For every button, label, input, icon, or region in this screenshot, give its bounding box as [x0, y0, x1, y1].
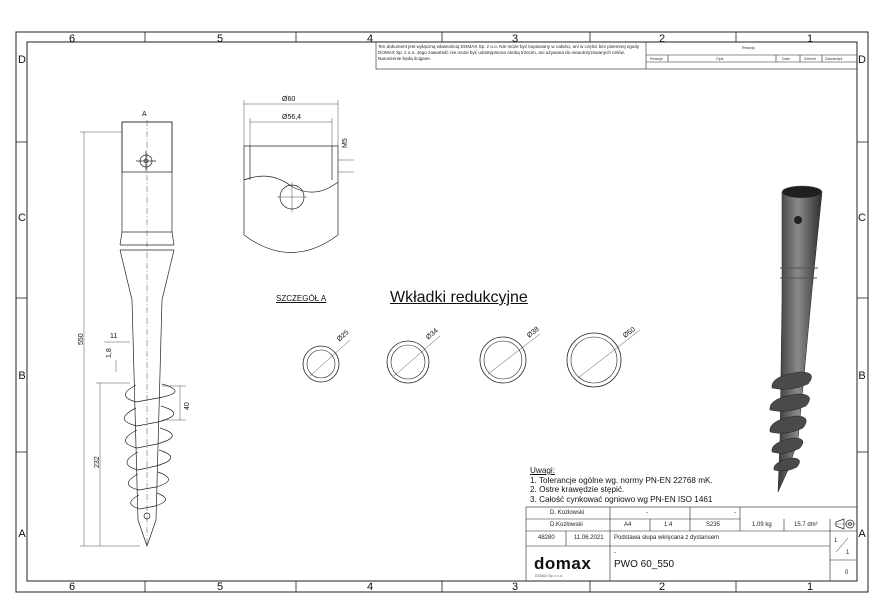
- zone-row-d-left: D: [18, 54, 26, 66]
- sheet-number: 1: [834, 538, 838, 544]
- ownership-notice: Ten dokument jest wyłączną własnością DO…: [378, 44, 640, 62]
- section-label: A: [142, 111, 147, 118]
- zone-col-1-bottom: 1: [806, 581, 814, 593]
- dim-inner-diameter: Ø56,4: [282, 114, 302, 121]
- detail-label: SZCZEGÓŁ A: [276, 294, 327, 303]
- drawn-by: D.Kozłowski: [550, 522, 583, 528]
- zone-col-3-top: 3: [511, 33, 519, 45]
- mass: 1.09 kg: [752, 522, 772, 528]
- zone-col-6-top: 6: [68, 33, 76, 45]
- dim-thread: M5: [342, 138, 349, 148]
- zone-col-4-top: 4: [366, 33, 374, 45]
- note-1: 1. Tolerancje ogólne wg. normy PN-EN 227…: [530, 475, 713, 485]
- revision-col-desc: Opis: [716, 57, 724, 61]
- revision-header: Rewizja: [742, 46, 755, 50]
- zone-row-b-right: B: [858, 370, 866, 382]
- drawing-scale: 1:4: [664, 522, 673, 528]
- pile-side-view: [119, 120, 176, 548]
- zone-col-3-bottom: 3: [511, 581, 519, 593]
- note-3: 3. Całość cynkować ogniowo wg PN-EN ISO …: [530, 494, 713, 504]
- zone-row-b-left: B: [18, 370, 26, 382]
- zone-col-4-bottom: 4: [366, 581, 374, 593]
- sheet-format: A4: [624, 522, 632, 528]
- zone-row-a-left: A: [18, 528, 26, 540]
- zone-col-5-bottom: 5: [216, 581, 224, 593]
- title-block-lines: [525, 506, 858, 582]
- revision-col-rev: Rewizja: [650, 57, 663, 61]
- dim-11: 11: [110, 333, 118, 340]
- brand-logo: domax: [534, 554, 592, 573]
- approved-date: -: [734, 510, 736, 516]
- reduction-inserts: [302, 329, 641, 388]
- material: S235: [706, 522, 721, 528]
- zone-col-2-top: 2: [658, 33, 666, 45]
- checked-date: -: [646, 510, 648, 516]
- projection-symbol: [834, 518, 856, 553]
- part-description: Podstawa słupa wkręcana z dystansem: [614, 535, 720, 541]
- drawing-date: 11.06.2021: [574, 535, 604, 541]
- dim-outer-diameter: Ø60: [282, 96, 296, 103]
- dim-1-8: 1,8: [106, 348, 113, 358]
- revision-table: [375, 41, 858, 70]
- zone-col-2-bottom: 2: [658, 581, 666, 593]
- inserts-title: Wkładki redukcyjne: [390, 289, 528, 306]
- note-2: 2. Ostre krawędzie stępić.: [530, 485, 625, 495]
- area: 15.7 dm²: [794, 522, 818, 528]
- notes: Uwagi: 1. Tolerancje ogólne wg. normy PN…: [530, 466, 713, 504]
- pile-3d-render: [769, 185, 823, 493]
- checked-by: D. Kozłowski: [550, 510, 585, 516]
- zone-col-1-top: 1: [806, 33, 814, 45]
- description-extra: -: [614, 550, 616, 556]
- notes-title: Uwagi:: [530, 466, 556, 475]
- zone-col-6-bottom: 6: [68, 581, 76, 593]
- zone-row-a-right: A: [858, 528, 866, 540]
- zone-row-d-right: D: [858, 54, 866, 66]
- drawing-number: 48280: [538, 535, 555, 541]
- revision-col-date: Data: [782, 57, 790, 61]
- side-dimensions: [80, 131, 186, 547]
- revision-col-approved: Zatwierdził: [825, 57, 843, 61]
- inner-frame: [26, 41, 858, 582]
- brand-subtitle: DOMAX Sp. z o.o.: [535, 574, 563, 578]
- revision-col-changed: Zmienił: [804, 57, 816, 61]
- zone-row-c-right: C: [858, 212, 866, 224]
- dim-spiral-length: 232: [94, 456, 101, 468]
- zone-col-5-top: 5: [216, 33, 224, 45]
- zone-ticks: [16, 32, 868, 592]
- section-detail-view: [243, 100, 354, 253]
- dim-total-length: 550: [78, 333, 85, 345]
- revision-number: 0: [845, 570, 849, 576]
- zone-row-c-left: C: [18, 212, 26, 224]
- dim-pitch: 40: [184, 402, 191, 410]
- drawing-code: PWO 60_550: [614, 559, 675, 570]
- sheet-total: 1: [846, 550, 850, 556]
